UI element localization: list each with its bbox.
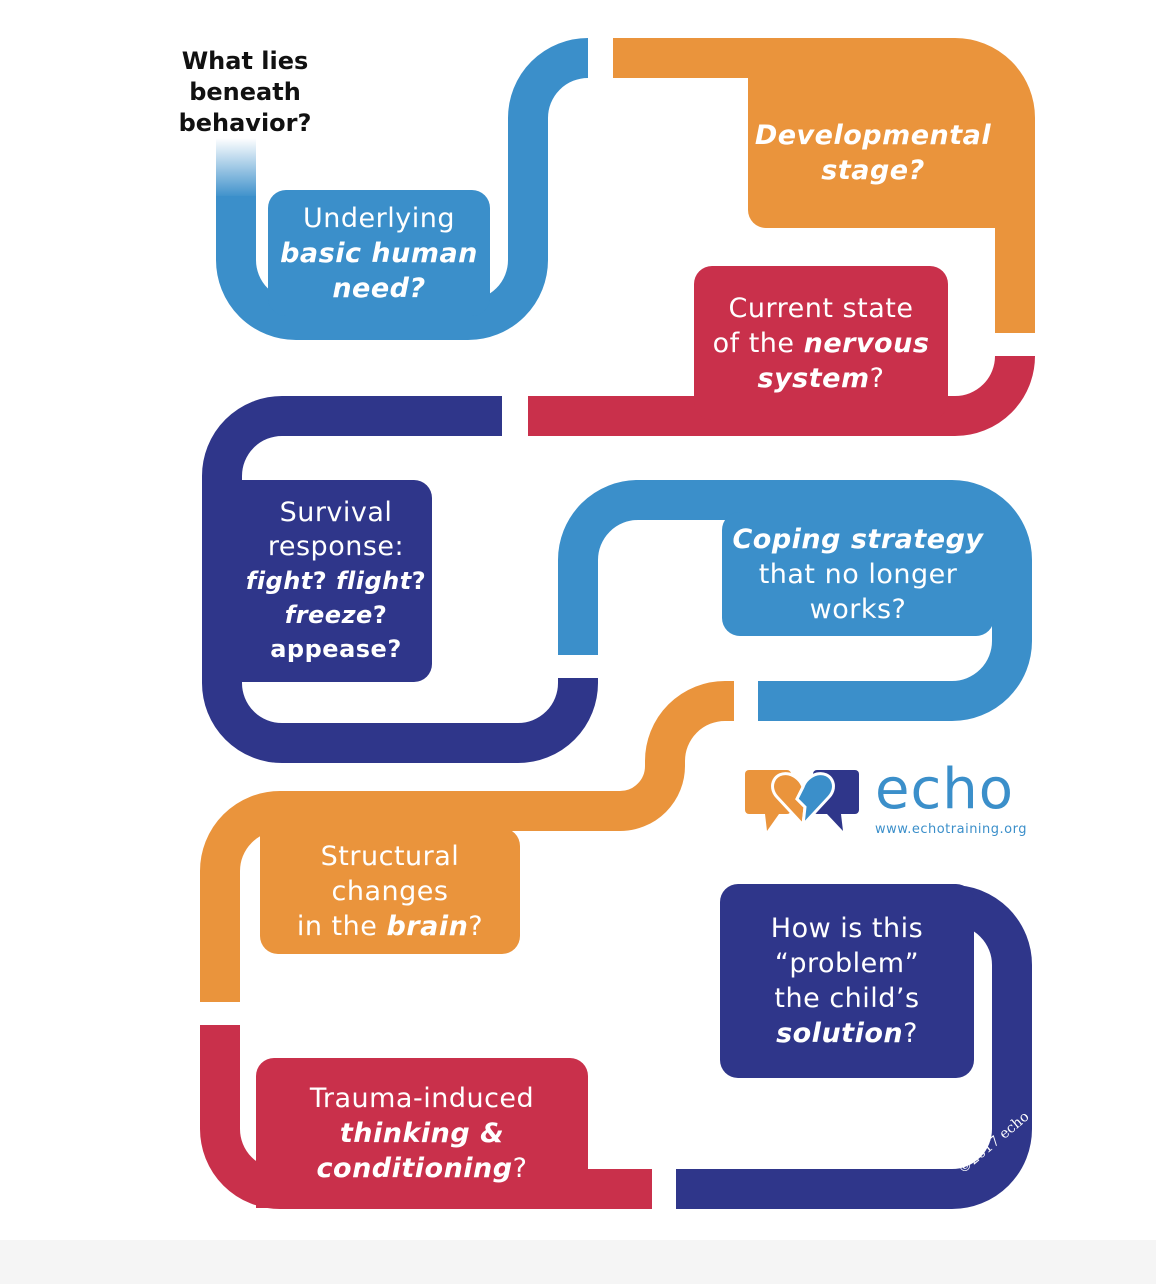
- heart-speech-bubbles-icon: [745, 770, 859, 831]
- box-childs-solution: How is this “problem” the child’s soluti…: [720, 884, 974, 1078]
- echo-logo: echo www.echotraining.org: [745, 757, 1055, 845]
- path-segment-orange-1: [613, 38, 1035, 333]
- box-coping-strategy: Coping strategy that no longer works?: [722, 512, 994, 636]
- path-segment-red-1: [528, 355, 1035, 436]
- path-segment-orange-2: [200, 681, 734, 1002]
- box-survival-response: Survival response: fight? flight? freeze…: [240, 480, 432, 682]
- box-basic-human-need: Underlying basic human need?: [268, 190, 490, 316]
- logo-wordmark: echo: [875, 757, 1014, 822]
- box-structural-changes: Structural changes in the brain?: [260, 828, 520, 954]
- path-start-fade: [216, 138, 256, 198]
- path-segment-navy-1: [202, 396, 598, 763]
- diagram-title: What lies beneath behavior?: [178, 47, 312, 137]
- path-segment-blue-2: [558, 480, 1032, 721]
- bottom-margin: [0, 1240, 1156, 1284]
- box-developmental-stage: Developmental stage?: [748, 78, 998, 228]
- box-nervous-system: Current state of the nervous system?: [694, 266, 948, 420]
- path-segment-navy-2: [676, 885, 1032, 1209]
- logo-url: www.echotraining.org: [875, 822, 1027, 837]
- path-segment-blue-1: [216, 38, 589, 340]
- box-trauma-induced: Trauma-induced thinking & conditioning?: [256, 1058, 588, 1208]
